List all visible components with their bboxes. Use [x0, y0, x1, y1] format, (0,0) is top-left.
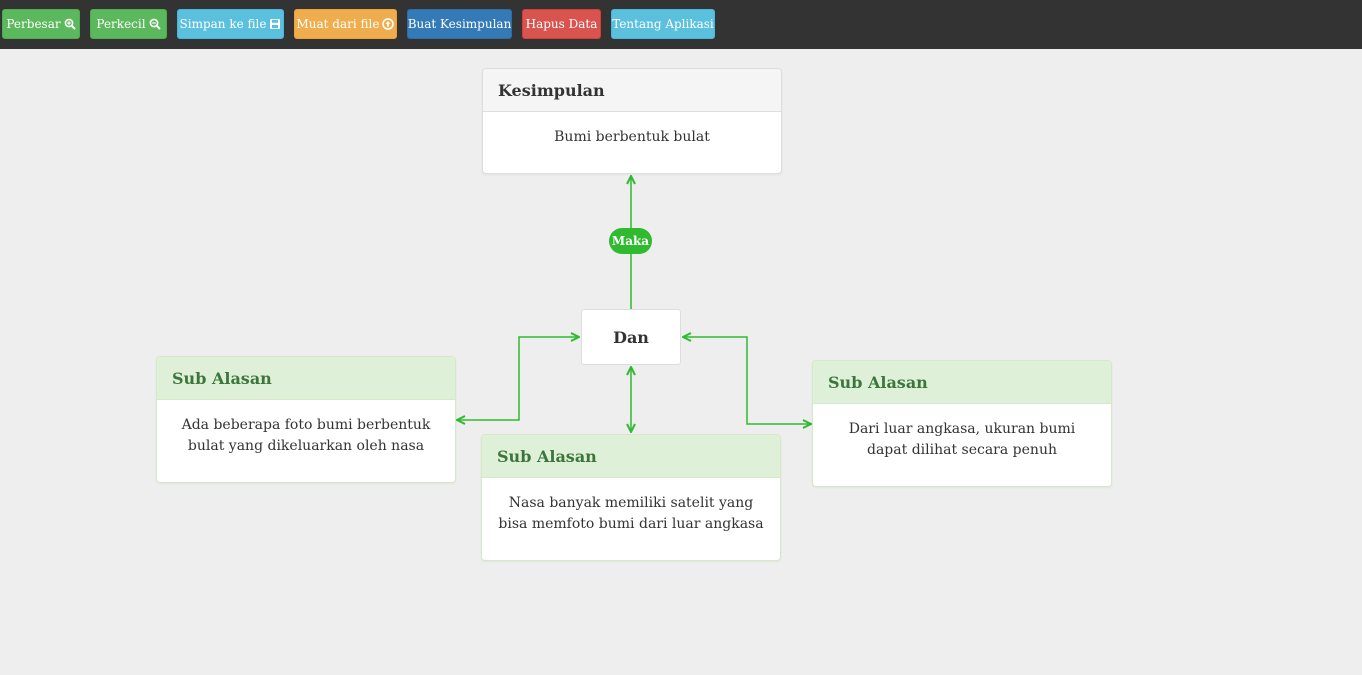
sub-reason-title: Sub Alasan: [157, 357, 455, 400]
sub-reason-text: Dari luar angkasa, ukuran bumi dapat dil…: [848, 421, 1076, 458]
and-node[interactable]: Dan: [581, 309, 681, 365]
save-to-file-button[interactable]: Simpan ke file: [177, 9, 284, 39]
create-conclusion-label: Buat Kesimpulan: [407, 17, 512, 31]
load-from-file-label: Muat dari file: [296, 17, 380, 31]
conclusion-panel[interactable]: Kesimpulan Bumi berbentuk bulat: [482, 68, 782, 174]
sub-reason-title: Sub Alasan: [813, 361, 1111, 404]
zoom-in-icon: [64, 18, 76, 30]
toolbar: Perbesar Perkecil Simpan ke file Muat da…: [0, 0, 1362, 49]
sub-reason-title: Sub Alasan: [482, 435, 780, 478]
floppy-disk-icon: [270, 19, 281, 29]
conclusion-text: Bumi berbentuk bulat: [554, 129, 710, 145]
save-to-file-label: Simpan ke file: [179, 17, 267, 31]
maka-connector-label[interactable]: Maka: [609, 228, 652, 254]
conclusion-title: Kesimpulan: [483, 69, 781, 112]
zoom-in-button[interactable]: Perbesar: [2, 9, 80, 39]
sub-reason-panel-right[interactable]: Sub Alasan Dari luar angkasa, ukuran bum…: [812, 360, 1112, 487]
link-and-to-left-reason: [457, 337, 579, 420]
zoom-out-button[interactable]: Perkecil: [90, 9, 167, 39]
sub-reason-text: Nasa banyak memiliki satelit yang bisa m…: [498, 495, 764, 532]
sub-reason-panel-middle[interactable]: Sub Alasan Nasa banyak memiliki satelit …: [481, 434, 781, 561]
upload-circle-icon: [382, 18, 395, 30]
about-app-label: Tentang Aplikasi: [612, 17, 714, 31]
zoom-in-label: Perbesar: [6, 17, 61, 31]
link-and-to-right-reason: [683, 337, 811, 424]
zoom-out-label: Perkecil: [96, 17, 146, 31]
about-app-button[interactable]: Tentang Aplikasi: [611, 9, 715, 39]
sub-reason-text: Ada beberapa foto bumi berbentuk bulat y…: [181, 417, 431, 454]
sub-reason-panel-left[interactable]: Sub Alasan Ada beberapa foto bumi berben…: [156, 356, 456, 483]
load-from-file-button[interactable]: Muat dari file: [294, 9, 397, 39]
delete-data-button[interactable]: Hapus Data: [522, 9, 601, 39]
zoom-out-icon: [149, 18, 161, 30]
create-conclusion-button[interactable]: Buat Kesimpulan: [407, 9, 512, 39]
delete-data-label: Hapus Data: [525, 17, 598, 31]
